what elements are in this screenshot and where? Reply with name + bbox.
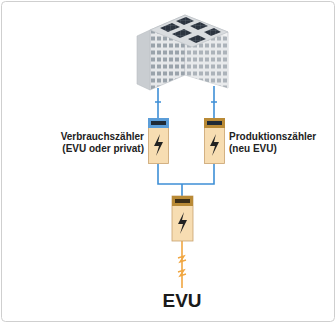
building-illustration [137,15,228,90]
meter-label: Produktionszähler (neu EVU) [229,131,333,155]
electricity-meter [148,118,169,164]
meter-node: Produktionszähler (neu EVU) [204,118,225,164]
electricity-meter [204,118,225,164]
grid-wire [178,241,186,288]
meter-node: Verbrauchszähler (EVU oder privat) [148,118,169,164]
grid-label: EVU [142,290,222,312]
meter-label: Verbrauchszähler (EVU oder privat) [44,131,144,155]
main-meter [172,196,193,241]
wire-tick [155,101,217,103]
